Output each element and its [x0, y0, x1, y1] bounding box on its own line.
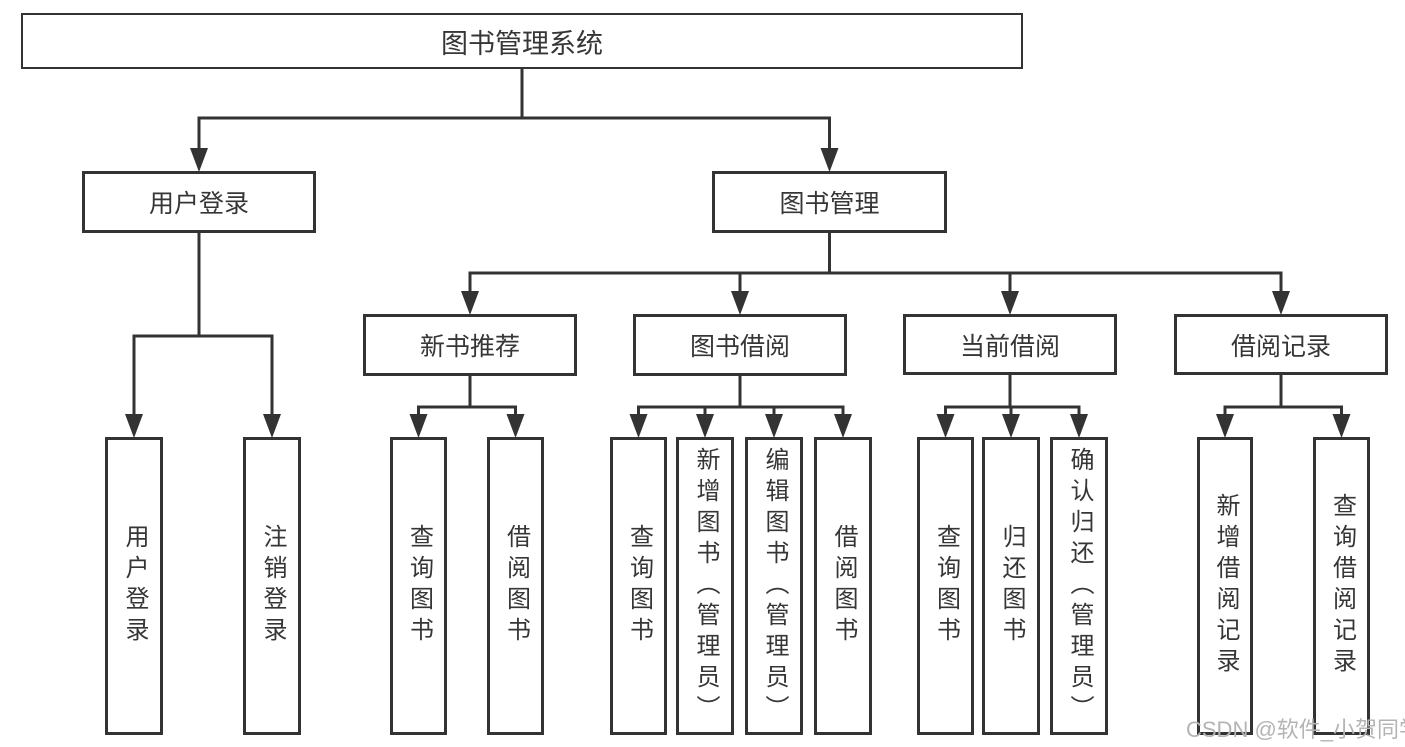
node-label-bb-borrow: 借阅图书 — [830, 524, 857, 648]
node-label-borrow-record: 借阅记录 — [1230, 332, 1331, 361]
node-label-cb-confirm: 确认归还（管理员） — [1066, 446, 1093, 726]
node-label-cb-return: 归还图书 — [998, 524, 1025, 648]
watermark: CSDN @软件_小贺同学 — [1186, 717, 1405, 742]
node-label-nbr-borrow: 借阅图书 — [502, 524, 530, 648]
node-cb-return: 归还图书 — [982, 437, 1040, 735]
node-label-bb-edit: 编辑图书（管理员） — [761, 446, 788, 726]
node-cb-query: 查询图书 — [917, 437, 974, 735]
node-nbr-borrow: 借阅图书 — [487, 437, 544, 735]
node-label-br-add: 新增借阅记录 — [1212, 493, 1239, 679]
node-bb-query: 查询图书 — [610, 437, 667, 735]
node-bb-borrow: 借阅图书 — [814, 437, 872, 735]
node-label-logout-leaf: 注销登录 — [259, 524, 286, 648]
node-nbr-query: 查询图书 — [390, 437, 447, 735]
node-book-borrow: 图书借阅 — [633, 314, 847, 376]
node-br-add: 新增借阅记录 — [1197, 437, 1253, 735]
node-book-mgmt: 图书管理 — [712, 171, 947, 233]
node-borrow-record: 借阅记录 — [1174, 314, 1388, 375]
node-bb-edit: 编辑图书（管理员） — [745, 437, 803, 735]
node-label-current-borrow: 当前借阅 — [959, 332, 1060, 361]
node-label-nbr-query: 查询图书 — [405, 524, 433, 648]
node-label-book-mgmt: 图书管理 — [779, 190, 880, 218]
node-label-br-query: 查询借阅记录 — [1328, 493, 1356, 679]
node-label-new-book-rec: 新书推荐 — [419, 333, 520, 361]
node-bb-add: 新增图书（管理员） — [676, 437, 734, 735]
node-root: 图书管理系统 — [21, 13, 1023, 69]
node-label-book-borrow: 图书借阅 — [689, 333, 790, 361]
node-label-user-login-leaf: 用户登录 — [121, 524, 148, 648]
node-br-query: 查询借阅记录 — [1313, 437, 1370, 735]
node-label-cb-query: 查询图书 — [932, 524, 960, 648]
node-label-bb-add: 新增图书（管理员） — [692, 446, 719, 726]
node-label-root: 图书管理系统 — [441, 28, 603, 59]
node-user-login-leaf: 用户登录 — [105, 437, 163, 735]
node-current-borrow: 当前借阅 — [903, 314, 1117, 375]
node-label-bb-query: 查询图书 — [625, 524, 653, 648]
node-logout-leaf: 注销登录 — [243, 437, 301, 735]
node-label-user-login: 用户登录 — [148, 190, 249, 218]
node-cb-confirm: 确认归还（管理员） — [1050, 437, 1108, 735]
node-new-book-rec: 新书推荐 — [363, 314, 577, 376]
node-user-login: 用户登录 — [82, 171, 316, 233]
